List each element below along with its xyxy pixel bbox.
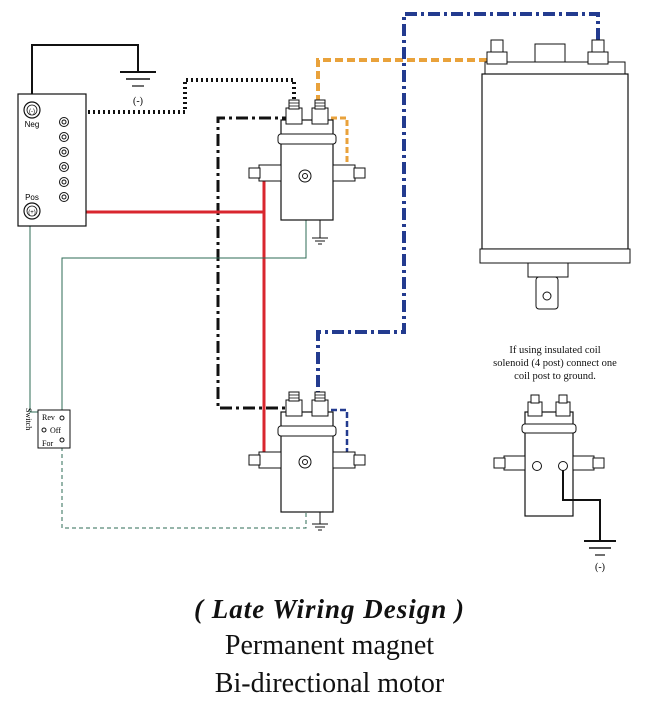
switch-icon (37, 409, 71, 449)
diagram-subtitle-1: Permanent magnet (224, 630, 435, 661)
green-switch-to-upper-coil (61, 218, 307, 418)
note-line: solenoid (4 post) connect one (493, 358, 617, 369)
note-line: coil post to ground. (514, 371, 596, 382)
solenoid-icon (248, 99, 366, 245)
insulated-coil-note: If using insulated coil solenoid (4 post… (470, 344, 640, 383)
green-pos-to-switch (29, 222, 40, 413)
battery-ground-wire (31, 44, 139, 100)
battery-neg-symbol: (-) (29, 109, 35, 115)
solenoid-icon (248, 391, 366, 531)
switch-off-label: Off (50, 426, 61, 435)
blue-jumper-wire (322, 408, 349, 455)
battery-neg-label: Neg (25, 120, 40, 129)
battery-pos-symbol: (+) (28, 210, 36, 216)
note-line: If using insulated coil (509, 345, 601, 356)
solenoid-icon (493, 394, 605, 517)
blue-motor-wire (316, 12, 600, 395)
diagram-subtitle-2: Bi-directional motor (214, 668, 445, 699)
ground-label: (-) (595, 562, 605, 573)
ground-label: (-) (133, 96, 143, 107)
green-switch-to-lower-coil (61, 440, 307, 529)
switch-rev-label: Rev (42, 413, 55, 422)
orange-motor-wire (316, 52, 499, 103)
orange-jumper-wire (322, 116, 349, 165)
motor-icon (479, 39, 631, 310)
ground-icon (584, 540, 616, 556)
switch-for-label: For (42, 439, 53, 448)
switch-label: Switch (24, 408, 33, 430)
neg-to-solenoid-wire (48, 78, 296, 114)
diagram-title: ( Late Wiring Design ) (193, 594, 465, 624)
ground-icon (120, 71, 156, 87)
battery-pos-label: Pos (25, 193, 39, 202)
battery-icon (17, 93, 87, 227)
coil-ground-wire (562, 470, 601, 540)
